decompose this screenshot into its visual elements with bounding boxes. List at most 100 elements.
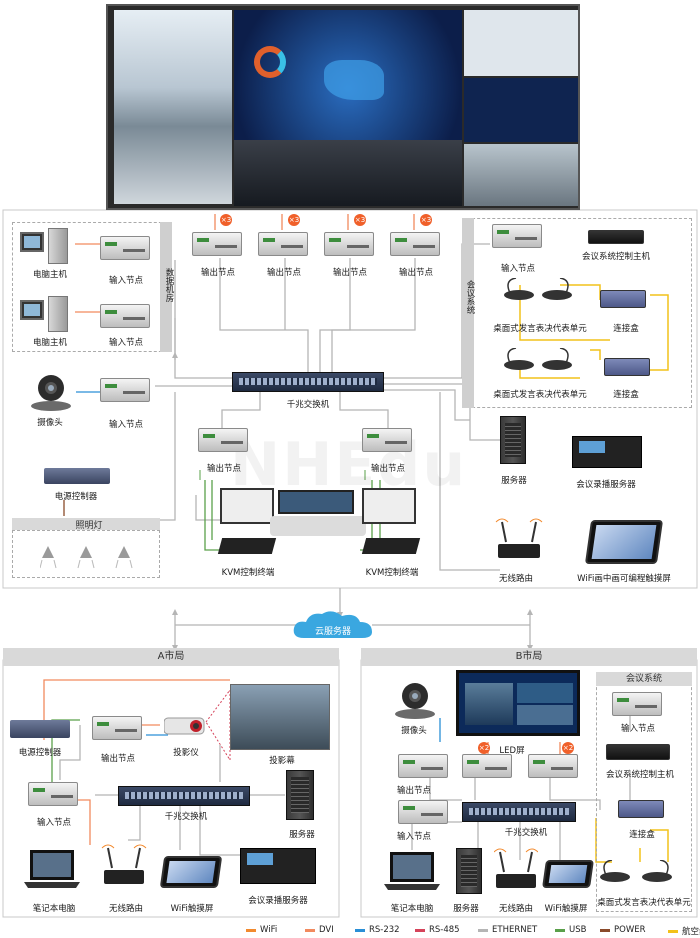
laptop-icon <box>24 850 80 888</box>
server-icon <box>286 770 314 820</box>
city-a-gigabit-switch <box>118 786 250 806</box>
wireless-router-icon <box>101 844 147 884</box>
camera-icon <box>395 683 435 719</box>
city-b-wireless-router-label: 无线路由 <box>498 904 534 914</box>
legend-swatch <box>246 928 256 932</box>
pc-monitor-icon <box>20 300 44 320</box>
legend-swatch <box>305 928 315 932</box>
output-node-3 <box>324 232 374 256</box>
legend-item: POWER <box>600 925 646 935</box>
city-a-laptop-label: 笔记本电脑 <box>32 904 76 914</box>
input-node-2-label: 输入节点 <box>108 338 144 348</box>
city-b-input-node-conf-label: 输入节点 <box>620 724 656 734</box>
legend-label: 航空线 <box>682 927 700 937</box>
city-a-projection-screen-label: 投影幕 <box>269 756 295 766</box>
city-b-junction-box-label: 连接盒 <box>629 830 655 840</box>
input-node-2 <box>100 304 150 328</box>
video-wall-screen-room <box>464 144 578 206</box>
pc-tower-icon <box>48 228 68 264</box>
video-wall-screen-maps <box>464 10 578 76</box>
junction-box-2-label: 连接盒 <box>613 390 639 400</box>
junction-box-icon <box>604 358 650 376</box>
wireless-router-icon <box>494 848 538 888</box>
input-node-3-label: 输入节点 <box>108 420 144 430</box>
kvm-terminal-1-label: KVM控制终端 <box>221 568 275 578</box>
city-b-led-screen-label: LED屏 <box>499 746 525 756</box>
conf-record-server-icon <box>572 436 642 468</box>
city-b-desktop-mic-label: 桌面式发言表决代表单元 <box>597 898 691 908</box>
output-node-kvm-2-label: 输出节点 <box>370 464 406 474</box>
rs232-lines <box>76 391 441 742</box>
city-a-server-label: 服务器 <box>289 830 315 840</box>
badge-x3: ×3 <box>420 214 432 226</box>
city-a-projector-label: 投影仪 <box>173 748 199 758</box>
map-icon <box>324 60 384 100</box>
legend-item: WiFi <box>246 925 277 935</box>
keyboard-icon <box>361 538 421 554</box>
city-b-input-node <box>398 800 448 824</box>
power-controller-label: 电源控制器 <box>54 492 98 502</box>
legend-swatch <box>355 928 365 932</box>
city-b-wifi-touchscreen-label: WiFi触摸屏 <box>544 904 588 914</box>
control-room-photo <box>234 140 462 206</box>
input-node-1-label: 输入节点 <box>108 276 144 286</box>
output-node-kvm-1 <box>198 428 248 452</box>
desktop-mic-icon <box>504 278 534 300</box>
desktop-mic-icon <box>600 860 630 882</box>
pc-monitor-icon <box>20 232 44 252</box>
input-node-1 <box>100 236 150 260</box>
conf-control-host-label: 会议系统控制主机 <box>581 252 651 262</box>
city-b-output-node <box>398 754 448 778</box>
city-b-title: B市局 <box>515 651 543 662</box>
conf-record-server-icon <box>240 848 316 884</box>
legend-label: POWER <box>614 925 646 935</box>
conf-control-host-icon <box>588 230 644 244</box>
output-node-kvm-1-label: 输出节点 <box>206 464 242 474</box>
legend-swatch <box>478 928 488 932</box>
legend-item: RS-485 <box>415 925 460 935</box>
legend-label: WiFi <box>260 925 278 935</box>
badge-x3: ×3 <box>220 214 232 226</box>
badge-x3: ×3 <box>354 214 366 226</box>
video-wall <box>106 4 580 210</box>
city-b-laptop-label: 笔记本电脑 <box>390 904 434 914</box>
city-b-conference-header: 会议系统 <box>596 672 692 686</box>
gigabit-switch <box>232 372 384 392</box>
city-a-wireless-router-label: 无线路由 <box>108 904 144 914</box>
server-icon <box>456 848 482 894</box>
legend-item: DVI <box>305 925 334 935</box>
output-node-1 <box>192 232 242 256</box>
donut-chart-icon <box>254 46 286 78</box>
city-b-gigabit-switch <box>462 802 576 822</box>
led-screen-image <box>456 670 580 736</box>
pc-tower-icon <box>48 296 68 332</box>
power-controller-icon <box>10 720 70 738</box>
data-room-label: 数据机房 <box>164 268 174 302</box>
city-a-header: A市局 <box>3 648 339 666</box>
lighting-label: 照明灯 <box>75 521 103 531</box>
city-a-input-node-label: 输入节点 <box>36 818 72 828</box>
city-b-input-node-label: 输入节点 <box>396 832 432 842</box>
keyboard-icon <box>217 538 277 554</box>
legend-label: RS-485 <box>429 925 460 935</box>
city-b-conf-control-host-label: 会议系统控制主机 <box>605 770 675 780</box>
conf-control-host-icon <box>606 744 670 760</box>
legend-swatch <box>555 928 565 932</box>
legend-item: 航空线 <box>668 925 700 937</box>
city-b-output-node <box>462 754 512 778</box>
wifi-touchscreen-icon <box>159 856 223 888</box>
kvm-monitor-1 <box>220 488 274 524</box>
city-b-camera-label: 摄像头 <box>401 726 427 736</box>
legend-swatch <box>415 928 425 932</box>
badge-x2: ×2 <box>478 742 490 754</box>
legend-swatch <box>668 929 678 933</box>
legend-swatch <box>600 928 610 932</box>
city-b-server-label: 服务器 <box>453 904 479 914</box>
city-b-output-node-label: 输出节点 <box>396 786 432 796</box>
lighting-header: 照明灯 <box>12 518 160 531</box>
kvm-monitor-2 <box>362 488 416 524</box>
city-a-input-node <box>28 782 78 806</box>
desktop-mic-icon <box>542 278 572 300</box>
lighting-panel <box>12 530 160 578</box>
